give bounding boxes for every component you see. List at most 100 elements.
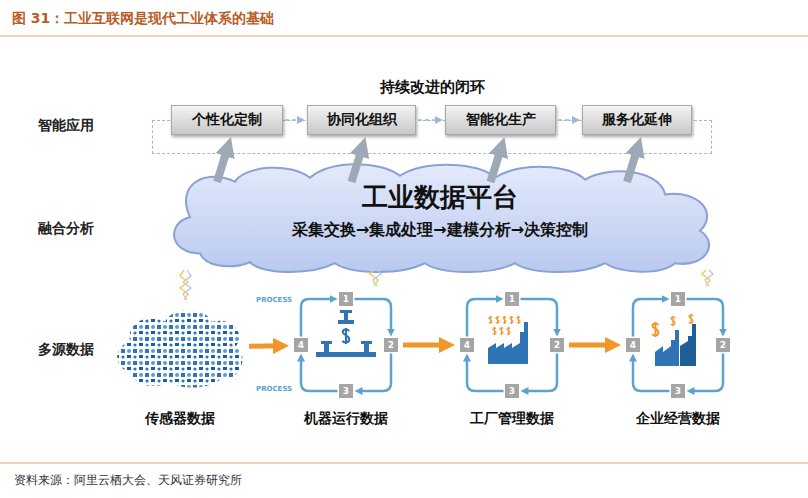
connector <box>249 345 279 346</box>
data-label: 传感器数据 <box>86 410 274 428</box>
connector <box>691 354 723 392</box>
step-number: 4 <box>464 340 470 350</box>
application-box: 服务化延伸 <box>582 105 692 135</box>
step-number: 3 <box>675 386 681 396</box>
factory-icon <box>488 316 528 364</box>
step-number: 1 <box>509 294 515 304</box>
data-stream <box>702 270 710 286</box>
pipe <box>316 352 376 357</box>
caption-rule <box>0 463 808 464</box>
step-number-box: 4 <box>460 338 474 352</box>
figure-title: 图 31：工业互联网是现代工业体系的基础 <box>12 10 274 28</box>
step-number: 3 <box>509 386 515 396</box>
cycle-arrow <box>467 299 499 337</box>
data-stream <box>705 270 713 286</box>
step-number-box: 3 <box>671 384 685 398</box>
cycle-arrow <box>633 299 665 337</box>
cycle-arrow <box>691 354 723 392</box>
box-label: 服务化延伸 <box>602 111 672 129</box>
valve-handle <box>321 341 332 344</box>
connector <box>521 299 558 332</box>
pipe <box>338 320 354 324</box>
step-number-box: 1 <box>671 292 685 306</box>
step-number-box: 1 <box>339 292 353 306</box>
step-number-box: 1 <box>505 292 519 306</box>
connector <box>702 270 713 286</box>
row-label: 智能应用 <box>38 117 94 135</box>
box-label: 协同化组织 <box>327 111 397 129</box>
data-label: 企业经营数据 <box>596 410 760 428</box>
cycle-arrow <box>525 354 557 392</box>
process-label: PROCESS <box>256 296 292 304</box>
dollar-icon <box>689 314 693 324</box>
cycle-arrow <box>301 358 338 391</box>
step-number: 1 <box>343 294 349 304</box>
connector <box>301 358 338 391</box>
process-label: PROCESS <box>256 385 292 393</box>
row-label: 融合分析 <box>38 220 94 238</box>
data-stream <box>180 270 188 300</box>
cloud-shape <box>160 160 720 276</box>
step-number-box: 3 <box>505 384 519 398</box>
valve-stem <box>324 344 329 352</box>
valve-stem <box>344 313 348 320</box>
source-caption: 资料来源：阿里云栖大会、天风证券研究所 <box>14 472 242 489</box>
connector <box>525 354 557 392</box>
step-number-box: 4 <box>294 338 308 352</box>
title-rule <box>0 36 808 37</box>
data-stream <box>183 270 191 300</box>
data-label: 工厂管理数据 <box>430 410 594 428</box>
process-cycle: 机器运行数据1234 <box>294 292 398 398</box>
dollar-icon <box>517 316 520 324</box>
cycle-arrow <box>301 299 333 337</box>
cloud-text: 工业数据平台 <box>160 182 720 212</box>
improvement-loop: 持续改进的闭环个性化定制协同化组织智能化生产服务化延伸 <box>152 120 712 154</box>
step-number: 3 <box>343 386 349 396</box>
step-number: 2 <box>554 340 560 350</box>
cycle-arrow <box>355 299 392 332</box>
step-number: 2 <box>388 340 394 350</box>
connector <box>633 358 670 391</box>
connector <box>180 270 191 300</box>
dollar-icon <box>510 316 513 324</box>
step-number-box: 2 <box>384 338 398 352</box>
cycle-arrow <box>633 358 670 391</box>
dollar-icon <box>652 322 658 337</box>
connector <box>355 299 392 332</box>
process-cycle: 企业经营数据1234 <box>626 292 730 398</box>
step-number-box: 4 <box>626 338 640 352</box>
connector <box>359 354 391 392</box>
box-label: 智能化生产 <box>466 111 536 129</box>
enterprise-icon <box>652 314 696 366</box>
factory <box>655 330 679 366</box>
factory <box>488 322 528 364</box>
dollar-icon <box>493 327 496 335</box>
connector <box>403 345 445 346</box>
dollar-icon <box>671 316 675 326</box>
cloud-text: 采集交换→集成处理→建模分析→决策控制 <box>160 220 720 240</box>
flow-arrow <box>403 343 445 348</box>
connector <box>301 299 333 337</box>
cycle-arrow <box>467 358 504 391</box>
step-number: 2 <box>720 340 726 350</box>
valve-handle <box>340 310 352 313</box>
connector <box>633 299 665 337</box>
data-source: 传感器数据 <box>116 306 244 388</box>
step-number-box: 2 <box>550 338 564 352</box>
connector <box>467 358 504 391</box>
step-number: 4 <box>630 340 636 350</box>
cloud-outline <box>174 164 709 272</box>
platform-cloud: 工业数据平台采集交换→集成处理→建模分析→决策控制 <box>160 160 720 276</box>
valve-handle <box>361 341 372 344</box>
application-box: 协同化组织 <box>307 105 416 135</box>
box-label: 个性化定制 <box>192 111 262 129</box>
step-number: 4 <box>298 340 304 350</box>
valve-icon <box>316 310 376 357</box>
valve-stem <box>364 344 369 352</box>
cycle-arrow <box>521 299 558 332</box>
dollar-icon <box>489 316 492 324</box>
dollar-icon <box>503 316 506 324</box>
sensor-cluster <box>117 310 242 388</box>
step-number-box: 3 <box>339 384 353 398</box>
